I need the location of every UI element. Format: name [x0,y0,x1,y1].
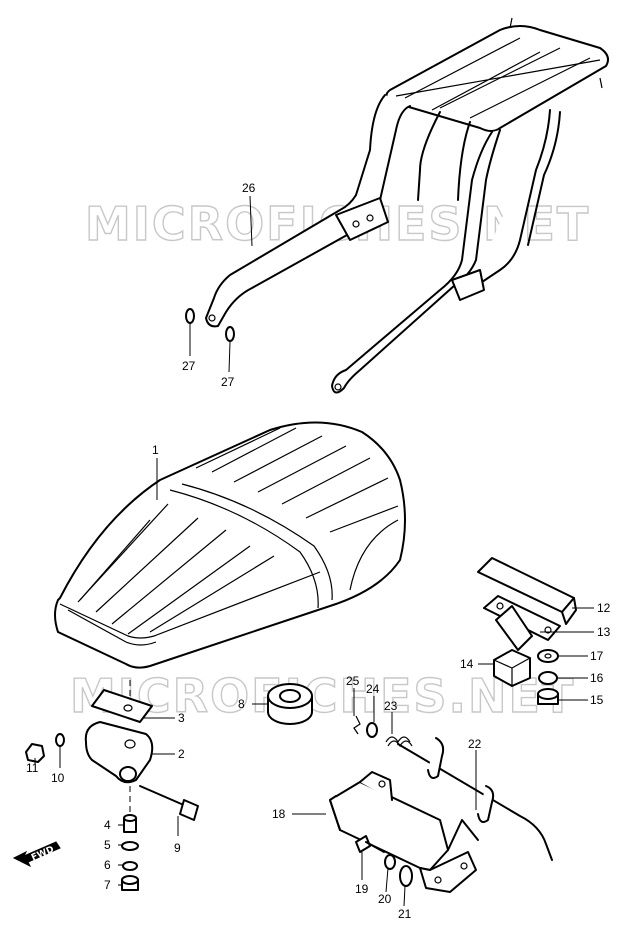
washer-6 [122,861,138,871]
callout-10: 10 [51,771,65,785]
washer-17 [537,649,559,663]
callout-25: 25 [346,674,360,688]
callout-4: 4 [104,818,111,832]
seat [54,421,406,669]
callout-27-right: 27 [221,375,235,389]
spring-23 [385,736,413,748]
bolt-9 [139,785,187,807]
seat-lock-18 [329,771,479,893]
seat-hook-2 [84,721,154,784]
callout-15: 15 [590,693,604,707]
callout-20: 20 [378,892,392,906]
callout-17: 17 [590,649,604,663]
callout-18: 18 [272,807,286,821]
callout-3: 3 [178,711,185,725]
callout-13: 13 [597,625,611,639]
callout-22: 22 [468,737,482,751]
washer-21 [399,865,413,887]
callout-labels: 1 2 3 4 5 6 7 8 9 10 11 12 13 14 15 16 1… [26,181,611,921]
bolt-19 [355,835,371,853]
callout-12: 12 [597,601,611,615]
rear-carrier [205,17,609,394]
fwd-label: FWD [30,845,56,864]
seat-bracket [477,557,577,651]
callout-14: 14 [460,657,474,671]
callout-11: 11 [26,761,39,775]
callout-24: 24 [366,682,380,696]
callout-2: 2 [178,747,185,761]
callout-27-left: 27 [182,359,196,373]
washer-24 [366,722,378,738]
callout-1: 1 [152,443,159,457]
nut-11 [25,743,45,763]
lock-cable-22 [397,737,553,861]
callout-21: 21 [398,907,412,921]
callout-19: 19 [355,882,369,896]
washer-20 [384,854,396,870]
callout-6: 6 [104,858,111,872]
washer-5 [121,841,139,851]
callout-5: 5 [104,838,111,852]
callout-23: 23 [384,699,398,713]
washer-10 [55,733,65,747]
pin-25 [353,715,361,735]
seat-bumper-8 [267,683,313,725]
washer-27-right [225,326,235,342]
callout-7: 7 [104,878,111,892]
callout-9: 9 [174,841,181,855]
fwd-arrow-icon: FWD [12,841,61,868]
watermark-middle: MICROFICHES.NET [70,669,575,723]
hook-plate-3 [91,689,153,723]
callout-16: 16 [590,671,604,685]
callout-8: 8 [238,697,245,711]
callout-26: 26 [242,181,256,195]
washer-16 [538,671,558,685]
leader-lines [34,195,594,907]
washer-27-left [185,308,195,324]
